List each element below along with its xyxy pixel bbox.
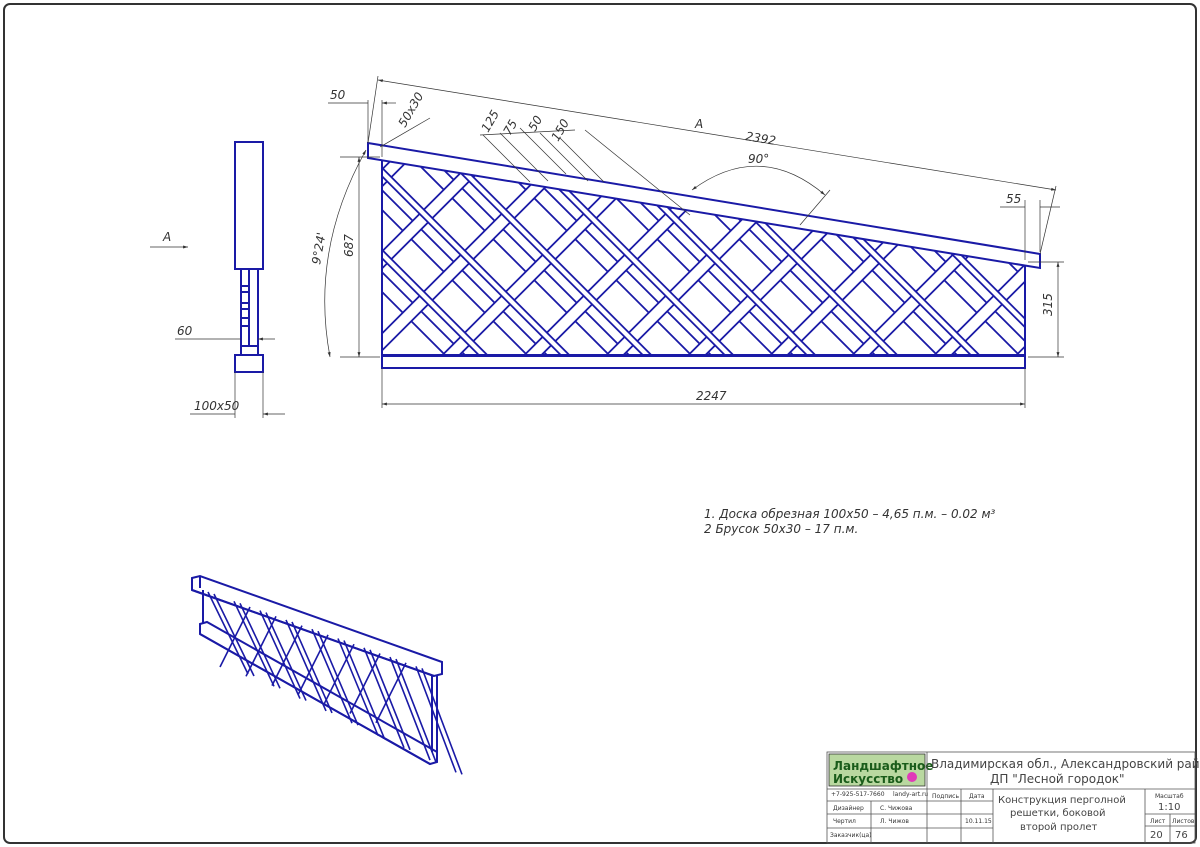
isometric-slat (337, 638, 379, 736)
isometric-slat (239, 602, 281, 689)
isometric-slat (259, 610, 301, 699)
dim-100x50: 100x50 (194, 399, 240, 413)
isometric-slat (421, 668, 463, 775)
isometric-view (191, 574, 463, 775)
date-value: 10.11.15 (965, 818, 992, 825)
note-2: 2 Брусок 50х30 – 17 п.м. (704, 522, 858, 536)
dim-125: 125 (478, 108, 502, 135)
address-line-2: ДП "Лесной городок" (990, 772, 1125, 786)
material-notes: 1. Доска обрезная 100х50 – 4,65 п.м. – 0… (704, 507, 996, 536)
object-title-1: Конструкция перголной (998, 795, 1126, 806)
lattice-slat (382, 157, 487, 355)
scale-value: 1:10 (1158, 802, 1180, 813)
sheets-label: Листов (1172, 818, 1195, 825)
designer-name: С. Чижова (880, 805, 913, 812)
dim-2392: 2392 (745, 129, 777, 148)
isometric-slat (219, 606, 251, 668)
logo-text-2: Искусство (833, 772, 903, 786)
isometric-slat (213, 593, 255, 677)
logo-dot-icon (907, 772, 917, 782)
dim-50: 50 (525, 113, 545, 134)
dim-50-top: 50 (330, 88, 346, 102)
lattice-slat (397, 157, 651, 355)
col-signature: Подпись (932, 793, 959, 800)
isometric-slat (323, 643, 355, 705)
dim-2247: 2247 (696, 389, 727, 403)
isometric-slat (285, 619, 327, 712)
isometric-slat (349, 653, 381, 714)
lattice-slats (382, 157, 1025, 355)
lattice-slat (510, 157, 758, 355)
logo-text-1: Ландшафтное (833, 759, 933, 773)
role-customer: Заказчик(ца) (830, 832, 872, 839)
sheet-frame (3, 3, 1197, 844)
role-drafter: Чертил (833, 818, 856, 825)
isometric-slat (245, 615, 277, 677)
dim-687: 687 (342, 234, 356, 257)
view-arrow-label: A (162, 230, 171, 244)
lattice-slat (428, 157, 676, 355)
isometric-slat (311, 628, 353, 724)
contacts-site: landy-art.ru (893, 791, 928, 798)
contacts-phone: +7-925-517-7660 (831, 791, 885, 798)
object-title-3: второй пролет (1020, 822, 1098, 833)
dim-60: 60 (177, 324, 193, 338)
scale-label: Масштаб (1155, 793, 1184, 800)
lattice-slat (382, 157, 569, 355)
side-view-top-beam (234, 141, 264, 270)
dim-50x30: 50x30 (395, 90, 426, 130)
note-1: 1. Доска обрезная 100х50 – 4,65 п.м. – 0… (704, 507, 996, 521)
object-title-2: решетки, боковой (1010, 808, 1105, 819)
lattice-slat (382, 157, 594, 355)
lattice-slat (479, 157, 733, 355)
isometric-slat (271, 625, 303, 686)
lattice-slat (382, 157, 508, 355)
title-block: Ландшафтное Искусство +7-925-517-7660 la… (826, 751, 1200, 844)
isometric-slat (395, 658, 437, 763)
address-line-1: Владимирская обл., Александровский район… (931, 757, 1200, 771)
isometric-slat (207, 591, 249, 675)
drafter-name: Л. Чижов (880, 818, 909, 825)
isometric-slats (207, 591, 463, 775)
sheet-value: 20 (1150, 830, 1163, 841)
dim-75: 75 (500, 117, 520, 137)
side-view: A 60 100x50 (150, 141, 285, 418)
col-date: Дата (969, 793, 985, 800)
role-designer: Дизайнер (833, 805, 864, 812)
front-view (367, 141, 1041, 369)
dim-55: 55 (1006, 192, 1021, 206)
isometric-slat (233, 600, 275, 687)
isometric-slat (297, 634, 329, 696)
lattice-slat (382, 157, 512, 355)
sheet-label: Лист (1150, 818, 1166, 825)
dim-9deg: 9°24' (309, 231, 328, 265)
view-label-a: A (694, 117, 703, 131)
sheets-value: 76 (1175, 830, 1188, 841)
isometric-slat (415, 666, 457, 773)
dim-90: 90° (748, 152, 769, 166)
dim-150: 150 (548, 116, 572, 143)
dim-315: 315 (1041, 293, 1055, 316)
side-view-bottom-beam (234, 354, 264, 373)
isometric-slat (369, 649, 411, 751)
isometric-slat (363, 647, 405, 749)
isometric-slat (375, 662, 407, 724)
bottom-rail (381, 355, 1026, 369)
isometric-slat (389, 656, 431, 761)
